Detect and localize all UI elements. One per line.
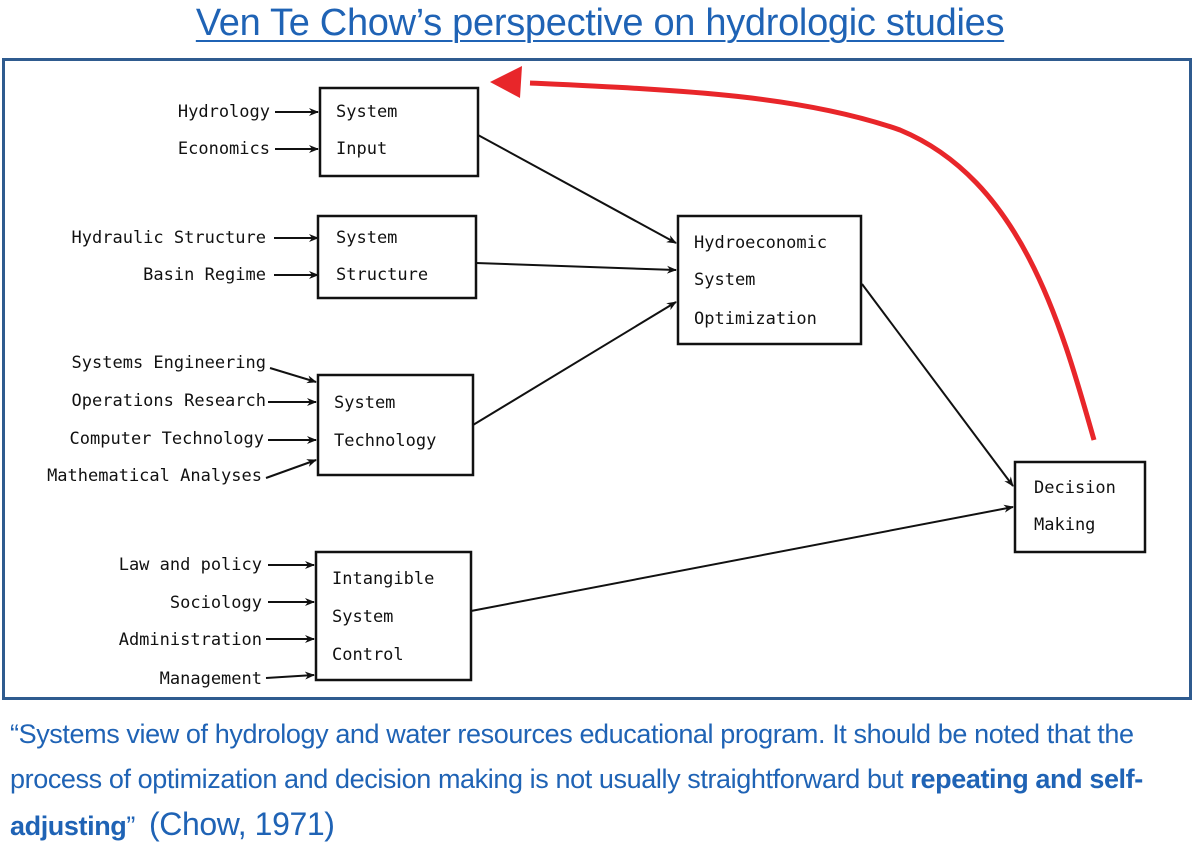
intangible-control-line-1: Intangible bbox=[332, 569, 434, 589]
system-input-box bbox=[318, 86, 480, 178]
input-label-basin-regime: Basin Regime bbox=[143, 265, 266, 285]
system-structure-box bbox=[316, 214, 478, 300]
optimization-line-2: System bbox=[694, 270, 755, 290]
input-arrow bbox=[269, 367, 317, 384]
flow-arrow-control-to-decision bbox=[470, 504, 1014, 612]
input-label-sociology: Sociology bbox=[170, 593, 262, 613]
input-label-operations-research: Operations Research bbox=[72, 391, 266, 411]
flow-arrow-input-to-optimization bbox=[477, 134, 677, 244]
input-label-management: Management bbox=[160, 669, 262, 689]
feedback-arrowhead-icon bbox=[490, 66, 522, 98]
flow-arrow-technology-to-optimization bbox=[472, 301, 677, 426]
system-structure-line-2: Structure bbox=[336, 265, 428, 285]
quote-text: “Systems view of hydrology and water res… bbox=[10, 719, 1134, 794]
system-technology-line-1: System bbox=[334, 393, 395, 413]
input-label-hydraulic-structure: Hydraulic Structure bbox=[72, 228, 266, 248]
system-input-line-1: System bbox=[336, 102, 397, 122]
input-label-computer-technology: Computer Technology bbox=[70, 429, 264, 449]
intangible-system-control-box bbox=[314, 550, 473, 682]
quote-caption: “Systems view of hydrology and water res… bbox=[10, 712, 1195, 849]
system-technology-box bbox=[316, 373, 475, 477]
slide-title: Ven Te Chow’s perspective on hydrologic … bbox=[195, 2, 1005, 44]
input-label-law-and-policy: Law and policy bbox=[119, 555, 262, 575]
system-structure-line-1: System bbox=[336, 228, 397, 248]
flow-arrow-optimization-to-decision bbox=[861, 283, 1014, 487]
system-input-line-2: Input bbox=[336, 139, 387, 159]
optimization-line-3: Optimization bbox=[694, 309, 817, 329]
decision-line-2: Making bbox=[1034, 515, 1095, 535]
intangible-control-line-2: System bbox=[332, 607, 393, 627]
quote-emphasis: repeating and self-adjusting bbox=[10, 764, 1143, 841]
input-label-administration: Administration bbox=[119, 630, 262, 650]
input-arrow bbox=[265, 459, 317, 479]
intangible-control-line-3: Control bbox=[332, 645, 404, 665]
optimization-line-1: Hydroeconomic bbox=[694, 233, 827, 253]
citation: (Chow, 1971) bbox=[149, 806, 335, 842]
input-label-mathematical-analyses: Mathematical Analyses bbox=[47, 466, 262, 486]
input-label-economics: Economics bbox=[178, 139, 270, 159]
input-arrow bbox=[265, 671, 315, 680]
input-label-systems-engineering: Systems Engineering bbox=[72, 353, 266, 373]
hydroeconomic-optimization-box bbox=[676, 214, 863, 346]
feedback-arrow bbox=[529, 80, 1097, 441]
quote-close: ” bbox=[126, 811, 135, 841]
diagram-frame bbox=[2, 58, 1192, 700]
input-label-hydrology: Hydrology bbox=[178, 102, 270, 122]
system-technology-line-2: Technology bbox=[334, 431, 436, 451]
flow-arrow-structure-to-optimization bbox=[475, 262, 677, 274]
decision-making-box bbox=[1013, 460, 1147, 554]
decision-line-1: Decision bbox=[1034, 478, 1116, 498]
